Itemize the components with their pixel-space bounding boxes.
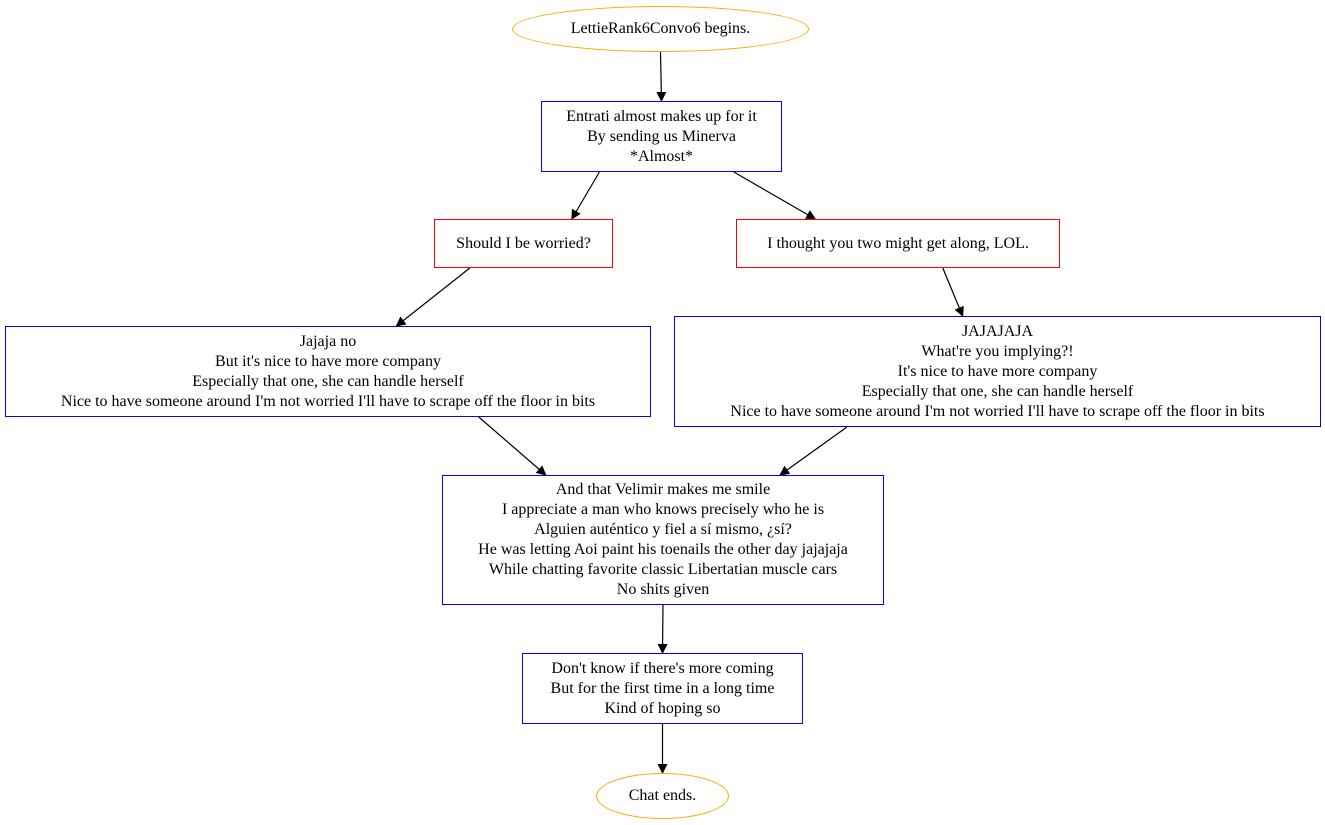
- node-line: JAJAJAJA: [961, 322, 1034, 340]
- node-line: Alguien auténtico y fiel a sí mismo, ¿sí…: [534, 521, 792, 538]
- node-line: Entrati almost makes up for it: [566, 107, 757, 125]
- node-line: Nice to have someone around I'm not worr…: [730, 402, 1265, 420]
- node-minerva: Entrati almost makes up for it By sendin…: [541, 101, 782, 172]
- node-line: Kind of hoping so: [604, 699, 721, 717]
- node-line: While chatting favorite classic Libertat…: [488, 561, 838, 578]
- node-line: Chat ends.: [628, 787, 697, 804]
- node-line: I appreciate a man who knows precisely w…: [501, 501, 825, 518]
- node-line: Especially that one, she can handle hers…: [861, 382, 1134, 400]
- reply-jajaja-no: Jajaja no But it's nice to have more com…: [5, 326, 651, 417]
- edge-arrow: [733, 171, 817, 220]
- choice-should-i-be-worried: Should I be worried?: [434, 219, 613, 268]
- node-hoping: Don't know if there's more coming But fo…: [522, 653, 803, 724]
- edge-arrow: [478, 416, 547, 476]
- node-line: *Almost*: [629, 147, 694, 165]
- reply-jajajaja: JAJAJAJA What're you implying?! It's nic…: [674, 316, 1321, 427]
- choice-get-along: I thought you two might get along, LOL.: [736, 219, 1060, 268]
- edge-arrow: [779, 426, 848, 476]
- node-line: What're you implying?!: [921, 342, 1074, 360]
- edge-arrow: [657, 604, 668, 654]
- node-line: LettieRank6Convo6 begins.: [570, 20, 751, 37]
- node-line: Jajaja no: [299, 332, 357, 350]
- node-line: He was letting Aoi paint his toenails th…: [478, 541, 848, 558]
- edge-arrow: [656, 51, 667, 102]
- node-line: And that Velimir makes me smile: [555, 481, 771, 498]
- node-line: But it's nice to have more company: [215, 352, 441, 370]
- node-line: Should I be worried?: [456, 234, 591, 252]
- edge-arrow: [571, 171, 600, 220]
- edge-arrow: [395, 267, 471, 327]
- node-line: No shits given: [616, 581, 710, 598]
- node-line: It's nice to have more company: [897, 362, 1098, 380]
- node-line: But for the first time in a long time: [550, 679, 775, 697]
- node-line: By sending us Minerva: [587, 127, 736, 145]
- node-line: Nice to have someone around I'm not worr…: [60, 392, 596, 410]
- edge-arrow: [942, 267, 964, 317]
- node-start: LettieRank6Convo6 begins.: [512, 6, 809, 52]
- node-line: Don't know if there's more coming: [551, 659, 774, 677]
- node-line: Especially that one, she can handle hers…: [192, 372, 464, 390]
- node-end: Chat ends.: [596, 773, 729, 819]
- node-line: I thought you two might get along, LOL.: [767, 234, 1029, 252]
- node-velimir: And that Velimir makes me smile I apprec…: [442, 475, 884, 605]
